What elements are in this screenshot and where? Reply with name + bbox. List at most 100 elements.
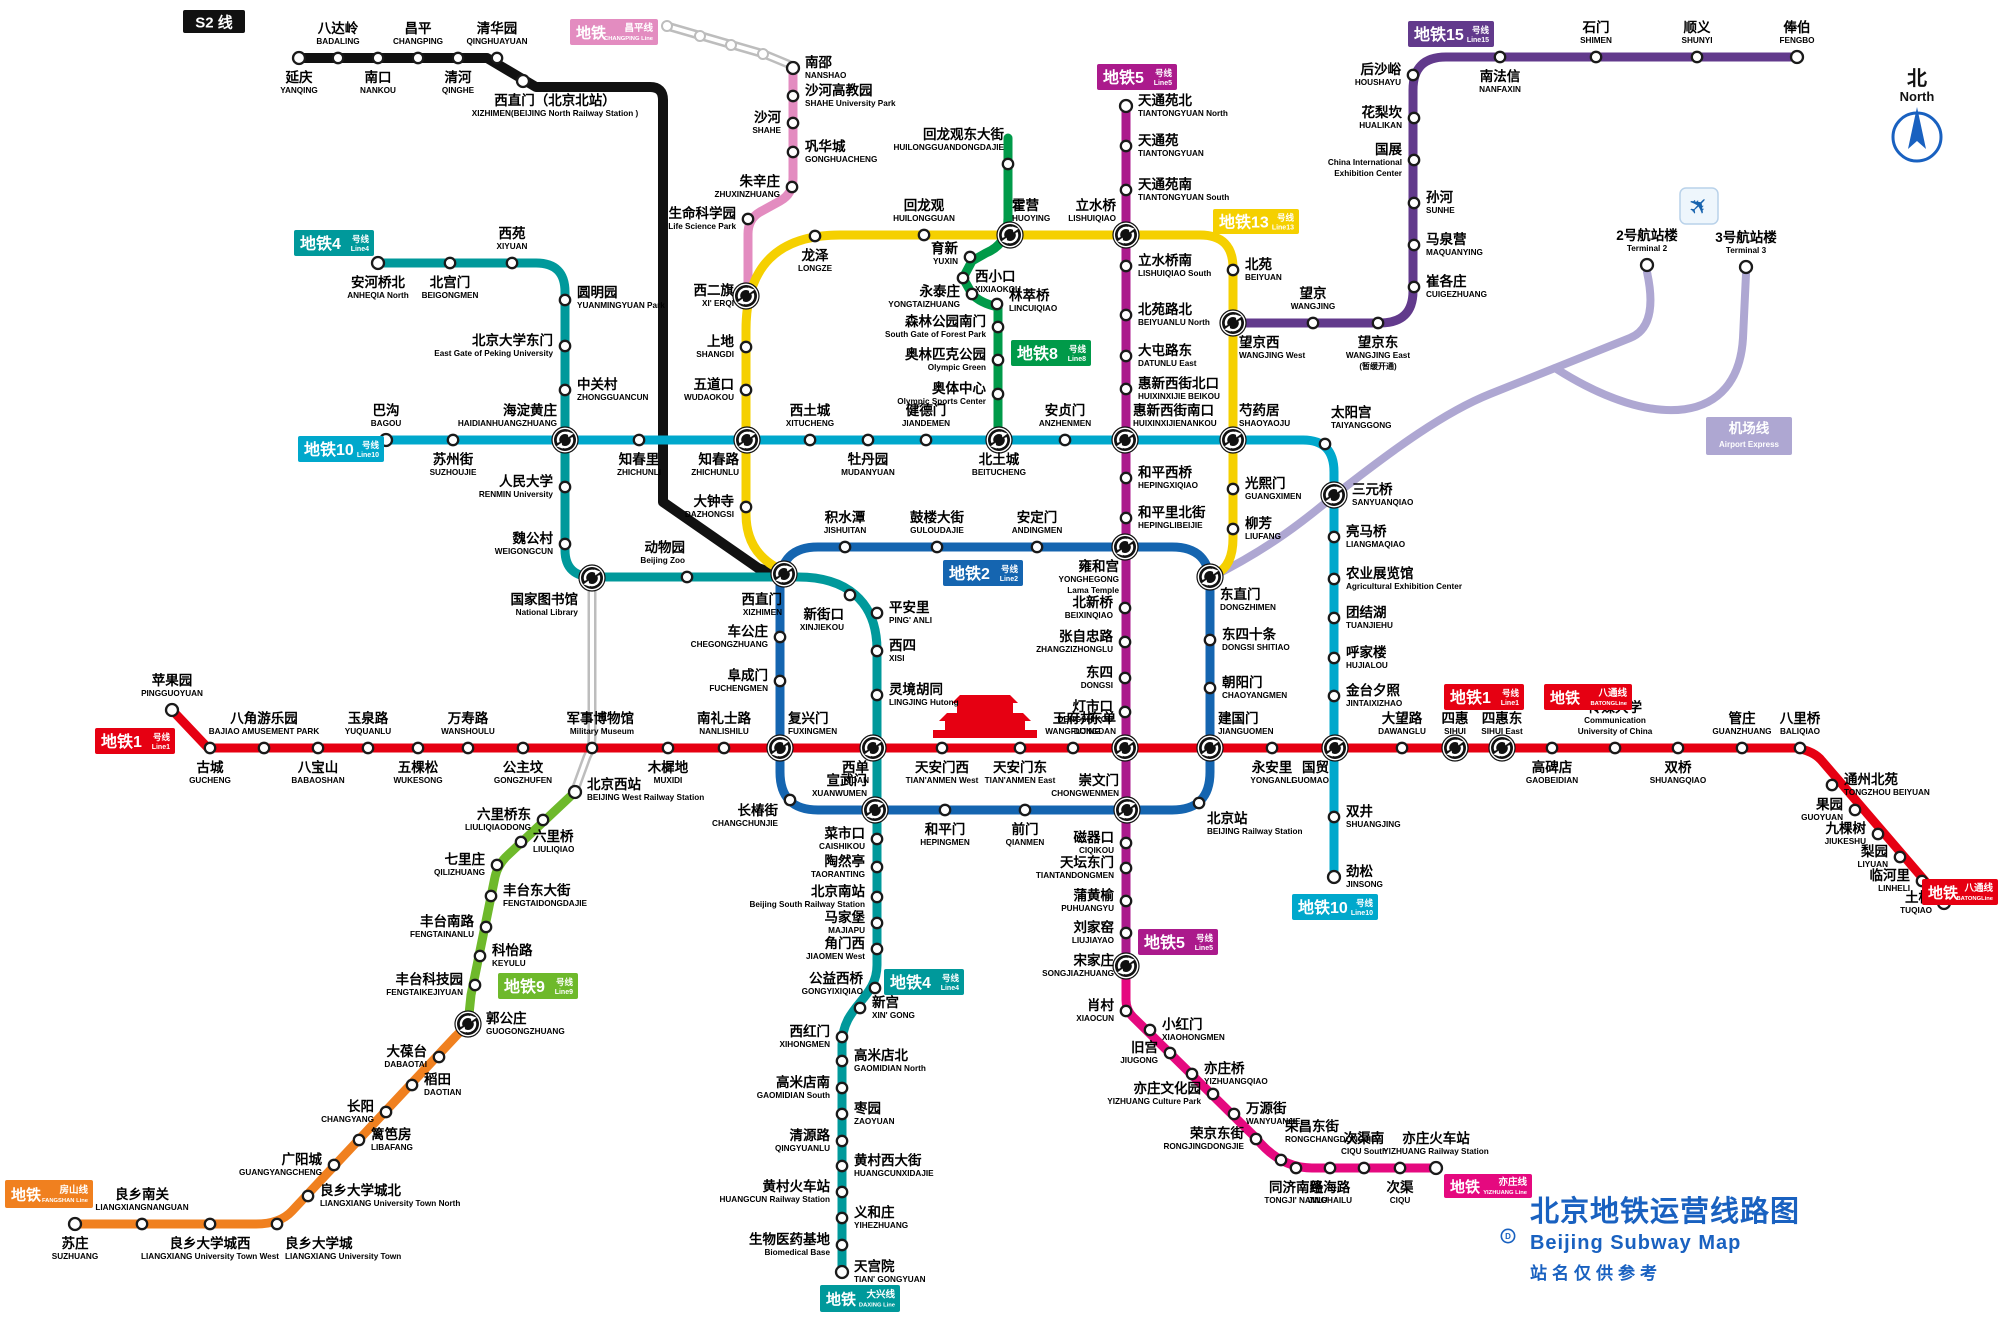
station-label-en: Terminal 2 bbox=[1627, 244, 1668, 253]
station-label-en: PINGGUOYUAN bbox=[141, 689, 203, 698]
station-label-cn: 团结湖 bbox=[1346, 604, 1387, 620]
station-dot bbox=[379, 1105, 393, 1119]
station-label-cn: 霍营 bbox=[1012, 197, 1039, 213]
station-label-en: YUANMINGYUAN Park bbox=[577, 301, 665, 310]
station-label-cn: 同济南路 bbox=[1269, 1179, 1323, 1195]
station-dot bbox=[917, 228, 931, 242]
station-label-cn: 公益西桥 bbox=[809, 970, 863, 986]
station-label-cn: 北京西站 bbox=[587, 776, 641, 792]
station-dot bbox=[785, 180, 799, 194]
station-dot bbox=[739, 340, 753, 354]
station-dot bbox=[870, 644, 884, 658]
station-label-en: SHUANGQIAO bbox=[1650, 776, 1707, 785]
station-label-cn: 郭公庄 bbox=[486, 1010, 527, 1026]
station-label-cn: 梨园 bbox=[1860, 843, 1888, 859]
badge-text: 地铁4 bbox=[890, 973, 931, 992]
station-label-cn: 望京西 bbox=[1239, 334, 1280, 350]
station-label-en: RONGJINGDONGJIE bbox=[1163, 1142, 1244, 1151]
station-dot bbox=[1493, 50, 1507, 64]
badge-text: 地铁4 bbox=[300, 234, 341, 253]
station-label-cn: 柳芳 bbox=[1245, 515, 1272, 531]
badge-subtext-bottom: BATONGLine bbox=[1591, 701, 1628, 707]
station-dot bbox=[870, 916, 884, 930]
badge-text: 地铁9 bbox=[504, 977, 545, 996]
badge-subtext-top: 号线 bbox=[1472, 25, 1490, 35]
station-dot bbox=[461, 741, 475, 755]
station-label-cn: 安定门 bbox=[1017, 509, 1058, 525]
station-label-cn: 良乡大学城西 bbox=[170, 1235, 251, 1251]
line-badge-changping: 地铁昌平线CHANGPING Line bbox=[570, 19, 658, 45]
station-label-en: HOUSHAYU bbox=[1355, 78, 1401, 87]
station-dot bbox=[1119, 349, 1133, 363]
future-station-dot bbox=[694, 30, 706, 42]
station-dot bbox=[1058, 433, 1072, 447]
badge-subtext-bottom: Line8 bbox=[1068, 356, 1086, 363]
station-dot bbox=[1192, 796, 1206, 810]
station-label-cn: 五棵松 bbox=[398, 759, 439, 775]
station-label-en: NANKOU bbox=[360, 86, 396, 95]
station-label-cn: 八角游乐园 bbox=[229, 710, 298, 726]
station-dot bbox=[1118, 98, 1134, 114]
station-label-cn: 延庆 bbox=[285, 69, 313, 85]
station-label-cn: 东单 bbox=[1089, 710, 1117, 726]
station-dot bbox=[468, 978, 482, 992]
station-label-en: DABAOTAI bbox=[384, 1060, 427, 1069]
station-label-en: HUILONGGUAN bbox=[893, 214, 955, 223]
station-dot bbox=[1327, 530, 1341, 544]
station-label-en: FENGTAINANLU bbox=[410, 930, 474, 939]
station-label-en: Lama Temple bbox=[1067, 586, 1119, 595]
station-dot bbox=[432, 1050, 446, 1064]
station-label-cn: 蒲黄榆 bbox=[1074, 887, 1115, 903]
station-label-cn: 四惠东 bbox=[1482, 710, 1523, 726]
station-label-cn: 宣武门 bbox=[827, 772, 868, 788]
station-dot bbox=[1326, 869, 1342, 885]
map-note: 站名仅供参考 bbox=[1529, 1264, 1662, 1283]
station-label-en: XIAOCUN bbox=[1076, 1014, 1114, 1023]
station-dot bbox=[1143, 1023, 1157, 1037]
station-dot bbox=[1407, 238, 1421, 252]
station-label-cn: 马泉营 bbox=[1426, 231, 1467, 247]
station-label-en: WUDAOKOU bbox=[684, 393, 734, 402]
station-label-cn: 丰台东大街 bbox=[503, 882, 571, 898]
station-label-en: XI' ERQI bbox=[702, 299, 734, 308]
station-label-en: DONGSI bbox=[1081, 681, 1113, 690]
station-label-en: FENGTAIKEJIYUAN bbox=[386, 988, 463, 997]
station-dot bbox=[1639, 257, 1655, 273]
station-dot bbox=[1226, 482, 1240, 496]
station-label-en: GAOMIDIAN North bbox=[854, 1064, 926, 1073]
station-label-en: TUANJIEHU bbox=[1346, 621, 1393, 630]
station-label-en: LIULIQIAO bbox=[533, 845, 575, 854]
station-label-cn: 肖村 bbox=[1087, 997, 1115, 1013]
station-label-en: TIAN' GONGYUAN bbox=[854, 1275, 926, 1284]
station-label-cn: 北土城 bbox=[979, 451, 1020, 467]
station-dot bbox=[490, 858, 504, 872]
station-label-en: JIANDEMEN bbox=[902, 419, 950, 428]
station-label-en: FUCHENGMEN bbox=[709, 684, 768, 693]
station-dot bbox=[808, 229, 822, 243]
station-label-en: GUOGONGZHUANG bbox=[486, 1027, 565, 1036]
station-label-cn: 国展 bbox=[1375, 142, 1403, 157]
map-title-en: Beijing Subway Map bbox=[1529, 1232, 1742, 1254]
station-label-cn: 丰台科技园 bbox=[396, 971, 464, 987]
station-dot bbox=[1428, 1160, 1444, 1176]
station-dot bbox=[870, 606, 884, 620]
station-label-en: RONGCHANGDONGJIE bbox=[1285, 1135, 1377, 1144]
line-yizhuang bbox=[1121, 961, 1441, 1173]
station-label-en: GULOUDAJIE bbox=[910, 526, 964, 535]
station-label-en: JISHUITAN bbox=[824, 526, 867, 535]
station-label-cn: 石门 bbox=[1582, 19, 1610, 35]
station-label-en: MAJIAPU bbox=[828, 926, 865, 935]
station-dot bbox=[515, 73, 531, 89]
badge-subtext-bottom: Line4 bbox=[941, 985, 959, 992]
station-dot bbox=[1185, 1067, 1199, 1081]
station-label-en: GUOMAO bbox=[1291, 776, 1329, 785]
station-label-en: SUZHUANG bbox=[52, 1252, 98, 1261]
station-label-cn: 宋家庄 bbox=[1074, 952, 1115, 968]
transfer-station bbox=[453, 1009, 483, 1039]
station-label-en: CIQU bbox=[1390, 1196, 1411, 1205]
station-label-cn: 管庄 bbox=[1729, 710, 1757, 726]
station-label-cn: 光熙门 bbox=[1244, 475, 1286, 491]
station-dot bbox=[870, 890, 884, 904]
station-dot bbox=[963, 250, 977, 264]
